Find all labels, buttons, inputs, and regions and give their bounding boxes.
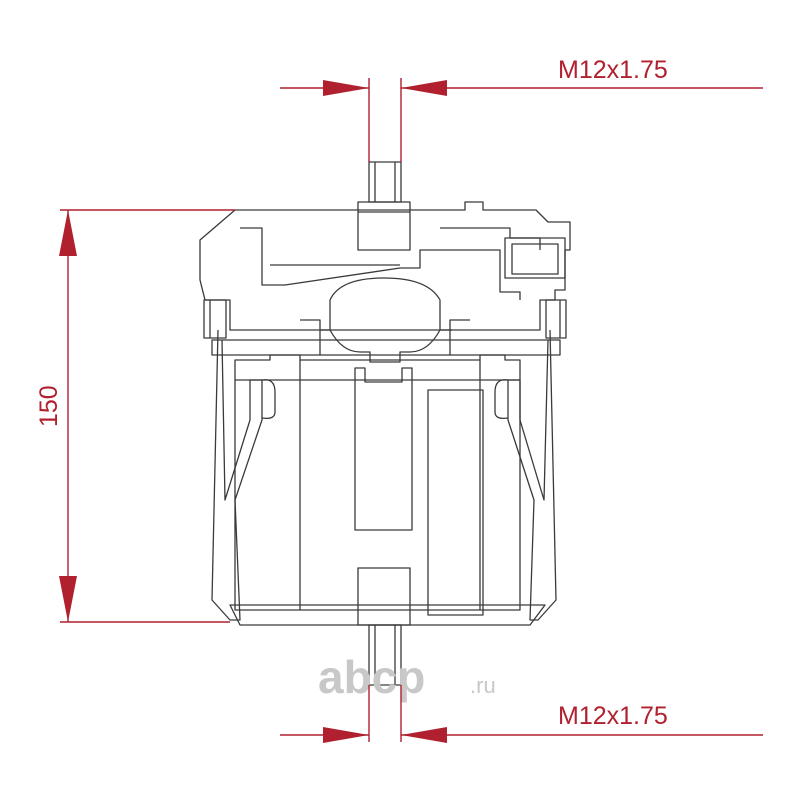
top-stud: [368, 161, 402, 203]
bellow-flange: [211, 339, 561, 356]
watermark-brand: abcp: [318, 651, 425, 703]
arrow-top-left: [323, 80, 369, 96]
thread-top-label: M12x1.75: [558, 56, 668, 84]
left-clip: [211, 329, 263, 621]
dimension-lines: [59, 78, 763, 743]
arrow-top-right: [401, 80, 447, 96]
height-label: 150: [35, 385, 63, 427]
arrow-height-bottom: [59, 576, 77, 622]
bottom-stud: [368, 624, 402, 686]
thread-bottom-label: M12x1.75: [558, 702, 668, 730]
arrow-bottom-right: [401, 727, 447, 743]
watermark: abcp .ru: [318, 651, 496, 703]
top-plate: [199, 201, 571, 331]
central-post: [354, 367, 413, 531]
bottom-plate: [229, 604, 546, 626]
arrow-height-top: [59, 210, 77, 256]
ball-joint: [329, 277, 441, 363]
watermark-suffix: .ru: [470, 673, 496, 698]
right-clip: [507, 329, 557, 621]
part-outline: [199, 161, 571, 686]
piston-body: [234, 354, 521, 611]
arrow-bottom-left: [323, 727, 369, 743]
